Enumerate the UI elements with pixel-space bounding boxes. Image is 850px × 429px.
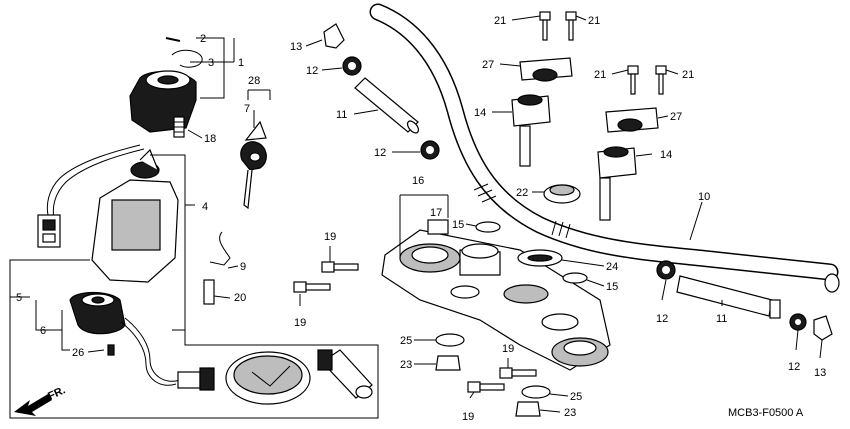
callout-10: 10 [698,191,710,203]
bolt-icon [293,281,331,293]
holder-lower-icon [597,146,637,221]
bolt-icon [321,261,359,273]
callout-4: 4 [202,201,208,213]
holder-lower-icon [511,94,551,167]
top-bridge [381,219,611,371]
callout-9: 9 [240,261,246,273]
ignition-switch-assembly [37,37,203,283]
callout-20: 20 [234,292,246,304]
front-direction-arrow-icon [14,394,52,416]
gear-icon [342,56,362,76]
bolt-icon [467,381,505,393]
rod-icon [354,77,420,134]
callout-19-a: 19 [324,231,336,243]
holder-upper-icon [605,107,659,133]
callout-13-top: 13 [290,41,302,53]
callout-11-right: 11 [716,313,727,325]
callout-15-top: 15 [452,219,464,231]
callout-21-a: 21 [494,15,506,27]
callout-23-left: 23 [400,359,412,371]
callout-14-right: 14 [660,149,672,161]
callout-12-far-right: 12 [788,361,800,373]
cap-assembly [225,351,311,405]
callout-21-d: 21 [682,69,694,81]
callout-27-top: 27 [482,59,494,71]
callout-15-right: 15 [606,281,618,293]
bolt-icon [565,11,577,21]
callout-17: 17 [430,207,442,219]
key-tag-icon [244,120,267,141]
callout-19-b: 19 [294,317,306,329]
callout-21-c: 21 [594,69,606,81]
callout-1: 1 [238,57,244,69]
washer-icon [435,333,465,347]
bolt-icon [203,279,215,305]
callout-22: 22 [516,187,528,199]
callout-19-d: 19 [462,411,474,423]
callout-23-right: 23 [564,407,576,419]
callout-12-right: 12 [656,313,668,325]
callout-11-left: 11 [336,109,347,121]
callout-25-right: 25 [570,391,582,403]
washer-icon [562,272,588,284]
bolt-icon [539,11,551,21]
gear-icon [420,140,440,160]
clamp-icon [813,315,833,341]
nut-icon [435,355,461,371]
callout-2: 2 [200,33,206,45]
clamp-icon [323,23,345,49]
screw-icon [107,344,115,356]
callout-28: 28 [248,75,260,87]
seat-lock-icon [317,349,373,399]
callout-27-right: 27 [670,111,682,123]
callout-6: 6 [40,325,46,337]
callout-14-left: 14 [474,107,486,119]
holder-upper-icon [519,57,573,82]
bolt-icon [499,367,537,379]
clip-icon [209,231,231,266]
washer-icon [521,385,551,399]
callout-16: 16 [412,175,424,187]
diagram-code: MCB3-F0500 A [728,407,804,419]
callout-12-mid: 12 [374,147,386,159]
callout-18: 18 [204,133,216,145]
callout-24: 24 [606,261,618,273]
handlebar-pipe [369,3,840,293]
front-marker-label: FR. [46,384,67,402]
gear-icon [656,260,676,280]
callout-3: 3 [208,57,214,69]
washer-icon [475,221,501,233]
callout-13-right: 13 [814,367,826,379]
callout-19-c: 19 [502,343,514,355]
rod-icon [676,275,781,319]
callout-12-top: 12 [306,65,318,77]
bolt-icon [655,65,667,75]
lock-cylinder-assembly [69,291,215,391]
callout-5: 5 [16,292,22,304]
callout-21-b: 21 [588,15,600,27]
cap-nut-icon [543,184,581,204]
nut-icon [515,401,541,417]
bolt-icon [627,65,639,75]
key-icon [240,141,267,210]
callout-26: 26 [72,347,84,359]
gear-icon [789,313,807,331]
callout-25-left: 25 [400,335,412,347]
callout-7: 7 [244,103,250,115]
